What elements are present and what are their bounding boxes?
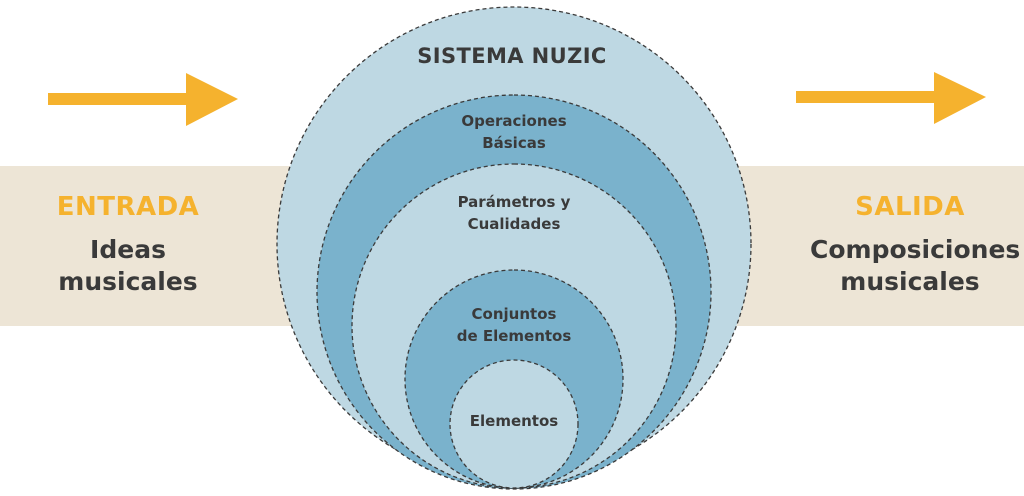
system-title: SISTEMA NUZIC — [417, 44, 607, 68]
layer-label-operaciones: Operaciones Básicas — [461, 112, 567, 152]
output-description: Composiciones musicales — [810, 235, 1021, 296]
input-arrow-icon — [48, 73, 238, 126]
output-block: SALIDA Composiciones musicales — [810, 190, 1021, 298]
layer-label-elementos: Elementos — [469, 412, 559, 430]
layer-elementos — [449, 359, 579, 489]
input-block: ENTRADA Ideas musicales — [38, 190, 218, 298]
layer-label-parametros: Parámetros y Cualidades — [457, 193, 571, 233]
output-arrow-icon — [796, 72, 986, 124]
output-heading: SALIDA — [855, 192, 965, 222]
output-band — [722, 166, 1024, 326]
layer-label-conjuntos: Conjuntos de Elementos — [456, 305, 572, 345]
input-heading: ENTRADA — [56, 192, 200, 222]
input-description: Ideas musicales — [58, 235, 198, 296]
input-band — [0, 166, 300, 326]
